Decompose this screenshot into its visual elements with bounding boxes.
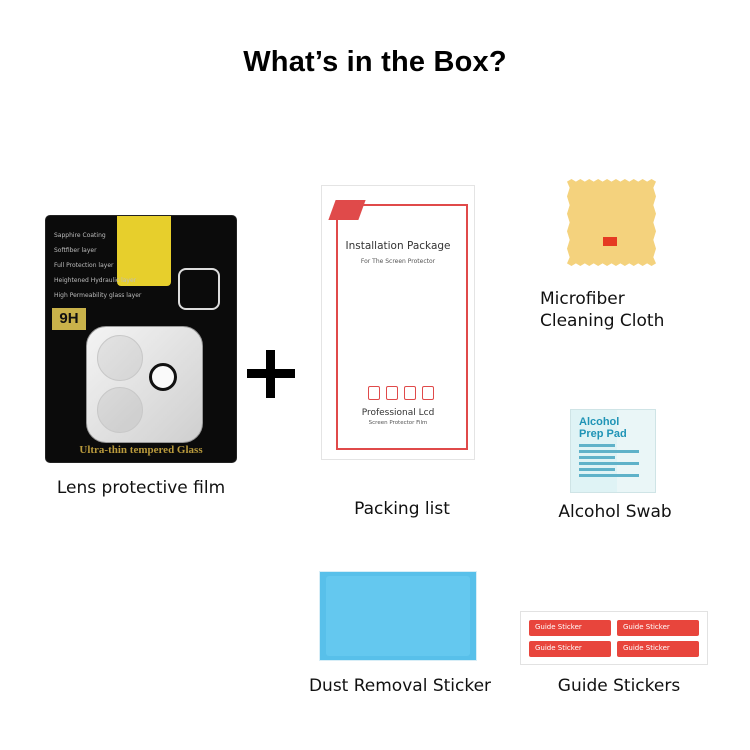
pad-title: Alcohol Prep Pad [579,416,627,440]
lens-package-tab [117,216,171,286]
guide-sticker-strip: Guide Sticker [617,620,699,636]
guide-sticker-strip: Guide Sticker [617,641,699,657]
hardness-badge: 9H [52,308,86,330]
guide-stickers-sheet: Guide Sticker Guide Sticker Guide Sticke… [521,612,707,664]
microfiber-label-line1: Microfiber [540,289,625,309]
layer-text: Heightened Hydraulic layer [54,277,137,284]
layer-text: Sapphire Coating [54,232,106,239]
microfiber-label: Microfiber Cleaning Cloth [540,288,690,332]
lens-film-label: Lens protective film [56,478,226,498]
lens-package-footer: Ultra-thin tempered Glass [79,444,203,456]
guide-sticker-text: Guide Sticker [623,623,670,631]
layer-text: Full Protection layer [54,262,114,269]
guide-sticker-strip: Guide Sticker [529,641,611,657]
alcohol-prep-pad: Alcohol Prep Pad [570,409,656,493]
flash-ring-icon [149,363,177,391]
pad-fine-print [579,444,639,480]
microfiber-label-line2: Cleaning Cloth [540,311,665,331]
guide-sticker-text: Guide Sticker [535,623,582,631]
device-icons [368,386,438,400]
lens-film-package: Sapphire Coating Softfiber layer Full Pr… [46,216,236,462]
packing-list-envelope: Installation Package For The Screen Prot… [322,186,474,459]
lens-circle [97,387,143,433]
packing-heading: Installation Package [345,240,451,252]
page-title: What’s in the Box? [243,46,507,78]
dust-removal-sticker [320,572,476,660]
guide-sticker-text: Guide Sticker [623,644,670,652]
packing-subheading: For The Screen Protector [360,258,436,265]
layer-text: High Permeability glass layer [54,292,142,299]
guide-sticker-text: Guide Sticker [535,644,582,652]
lens-circle [97,335,143,381]
packing-list-label: Packing list [354,499,450,519]
alcohol-swab-label: Alcohol Swab [558,502,672,522]
plus-icon [247,350,295,398]
guide-stickers-label: Guide Stickers [557,676,681,696]
brand-logo-icon [603,237,617,246]
layer-text: Softfiber layer [54,247,97,254]
camera-outline-icon [178,268,220,310]
microfiber-cloth [567,179,656,266]
pad-title-line2: Prep Pad [579,428,627,440]
pad-title-line1: Alcohol [579,416,620,428]
packing-brand-sub: Screen Protector Film [368,420,428,426]
dust-sticker-label: Dust Removal Sticker [308,676,492,696]
guide-sticker-strip: Guide Sticker [529,620,611,636]
packing-brand: Professional Lcd [361,408,435,418]
lens-protector-plate [86,326,203,443]
packing-frame [336,204,468,450]
